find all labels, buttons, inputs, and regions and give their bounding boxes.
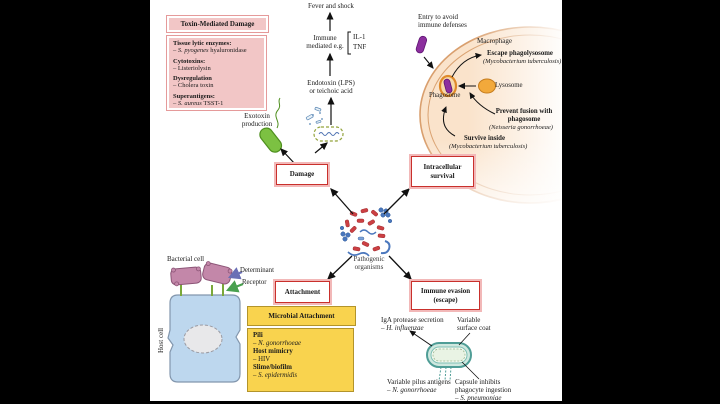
lysosome-icon bbox=[478, 78, 496, 94]
survive-species-label: (Mycobacterium tuberculosis) bbox=[449, 143, 528, 150]
macrophage-label: Macrophage bbox=[477, 37, 512, 45]
center-to-damage-arrow bbox=[330, 188, 354, 215]
damage-box: Damage bbox=[276, 164, 328, 185]
toxin-panel-body: Tissue lytic enzymes: – S. pyogenes hyal… bbox=[166, 35, 267, 111]
invading-bacterium-icon bbox=[415, 35, 428, 54]
cytokine-bracket bbox=[347, 31, 351, 55]
letterbox-bottom bbox=[0, 401, 720, 404]
endotoxin-bacterium-icon bbox=[313, 126, 344, 142]
iga-protease-label: IgA protease secretion – H. influenzae bbox=[381, 316, 444, 333]
pathogen-cluster-icon bbox=[339, 207, 393, 257]
determinant-label: Determinant bbox=[240, 267, 274, 274]
escape-phagolysosome-arrow bbox=[451, 52, 482, 78]
survive-inside-arrow bbox=[441, 106, 456, 137]
toxin-section-superantigens: Superantigens: – S. aureus TSST-1 bbox=[173, 92, 224, 107]
iga-secretion-arrow bbox=[409, 330, 433, 347]
prevent-species-label: (Neisseria gonorrhoeae) bbox=[489, 124, 553, 131]
toxin-panel-title: Toxin-Mediated Damage bbox=[166, 15, 269, 33]
phagosome-label: Phagosome bbox=[429, 92, 461, 99]
toxin-panel-title-text: Toxin-Mediated Damage bbox=[180, 20, 255, 28]
toxin-section-cytotoxins: Cytotoxins: – Listeriolysin bbox=[173, 57, 211, 72]
toxin-section-dysregulation: Dysregulation – Cholera toxin bbox=[173, 75, 214, 90]
cytokine-il1-label: IL-1 bbox=[353, 33, 366, 41]
letterbox-left bbox=[0, 0, 150, 404]
host-cell-label: Host cell bbox=[157, 327, 165, 353]
pilus-antigens-icon bbox=[438, 366, 452, 382]
fever-shock-label: Fever and shock bbox=[308, 2, 354, 10]
escape-species-label: (Mycobacterium tuberculosis) bbox=[483, 58, 562, 65]
cytokine-tnf-label: TNF bbox=[353, 43, 367, 51]
lysosome-label: Lysosome bbox=[495, 82, 523, 89]
entry-arrow bbox=[423, 56, 434, 69]
surface-coat-line bbox=[458, 332, 471, 346]
damage-to-exotoxin-arrow bbox=[280, 148, 296, 165]
microbial-attachment-title: Microbial Attachment bbox=[247, 306, 356, 326]
damage-to-endotoxin-arrow bbox=[314, 142, 328, 154]
nucleus-icon bbox=[183, 324, 223, 354]
capsule-bacterium-icon bbox=[426, 342, 472, 368]
attachment-box: Attachment bbox=[275, 281, 330, 303]
exotoxin-bacterium-icon bbox=[259, 97, 283, 153]
prevent-fusion-arrow bbox=[469, 92, 496, 115]
microbial-attachment-body: Pili – N. gonorrhoeae Host mimicry – HIV… bbox=[247, 328, 354, 392]
determinant-arrow-icon bbox=[227, 267, 243, 280]
endotoxin-fragments-icon bbox=[305, 106, 323, 125]
survive-inside-label: Survive inside bbox=[464, 135, 505, 142]
bacterial-cell-label: Bacterial cell bbox=[167, 255, 205, 263]
host-cell-icon bbox=[167, 294, 241, 383]
center-to-evasion-arrow bbox=[388, 255, 412, 280]
pilus-antigens-label: Variable pilus antigens – N. gonorrhoeae bbox=[387, 378, 451, 395]
letterbox-right bbox=[562, 0, 720, 404]
receptor-arrow-icon bbox=[225, 280, 244, 293]
bacterial-cell-icon bbox=[170, 261, 233, 287]
phagosome-icon bbox=[438, 74, 458, 98]
capsule-inhibits-label: Capsule inhibits phagocyte ingestion – S… bbox=[455, 378, 512, 403]
toxin-section-lytic: Tissue lytic enzymes: – S. pyogenes hyal… bbox=[173, 40, 247, 55]
center-to-intracellular-arrow bbox=[383, 188, 410, 215]
capsule-label-line bbox=[461, 361, 480, 380]
receptor-label: Receptor bbox=[242, 279, 267, 286]
pili-icon bbox=[180, 283, 224, 296]
center-to-attachment-arrow bbox=[327, 255, 353, 280]
immune-evasion-box: Immune evasion(escape) bbox=[411, 281, 480, 310]
endotoxin-label: Endotoxin (LPS)or teichoic acid bbox=[307, 79, 355, 96]
escape-phagolysosome-label: Escape phagolysosome bbox=[487, 50, 553, 57]
